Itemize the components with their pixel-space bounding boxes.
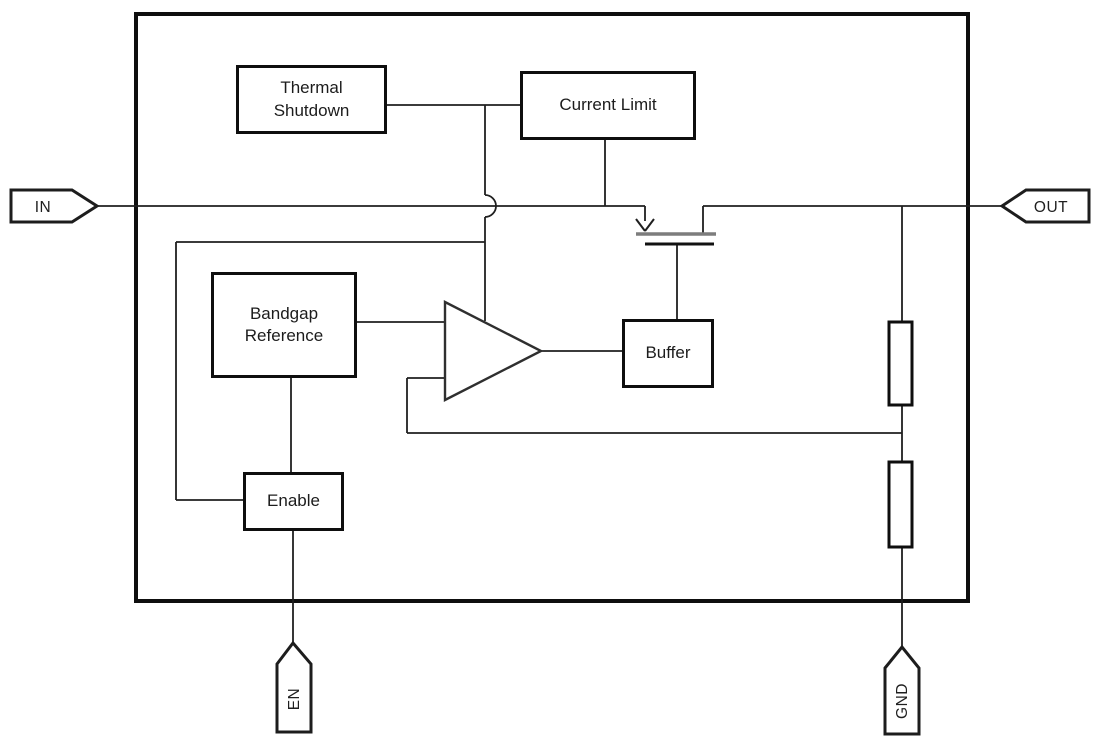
wires <box>97 104 1001 646</box>
pin-label-out: OUT <box>1034 199 1068 216</box>
block-buffer-label: Buffer <box>645 343 691 363</box>
pin-label-gnd: GND <box>894 683 911 719</box>
pin-tag-in <box>9 188 100 224</box>
pin-tag-out <box>999 188 1091 224</box>
block-enable: Enable <box>243 472 344 531</box>
feedback-resistor-top <box>887 320 914 407</box>
block-thermal-shutdown-label: Thermal Shutdown <box>273 78 350 120</box>
pin-tag-gnd <box>883 644 921 736</box>
pin-label-in: IN <box>35 199 52 216</box>
block-buffer: Buffer <box>622 319 714 388</box>
block-current-limit-label: Current Limit <box>559 95 657 115</box>
feedback-resistor-bottom <box>887 460 914 549</box>
chip-boundary <box>134 12 970 603</box>
error-amplifier-opamp <box>443 300 544 402</box>
block-enable-label: Enable <box>267 491 320 511</box>
block-bandgap-reference-label: Bandgap Reference <box>244 303 324 345</box>
block-bandgap-reference: Bandgap Reference <box>211 272 357 378</box>
pass-transistor <box>635 218 716 246</box>
block-current-limit: Current Limit <box>520 71 696 140</box>
block-thermal-shutdown: Thermal Shutdown <box>236 65 387 134</box>
pin-label-en: EN <box>286 688 303 711</box>
source-arrow-icon <box>635 218 655 232</box>
pin-tag-en <box>275 640 313 734</box>
wire-hop-over-in-rail <box>484 194 497 218</box>
